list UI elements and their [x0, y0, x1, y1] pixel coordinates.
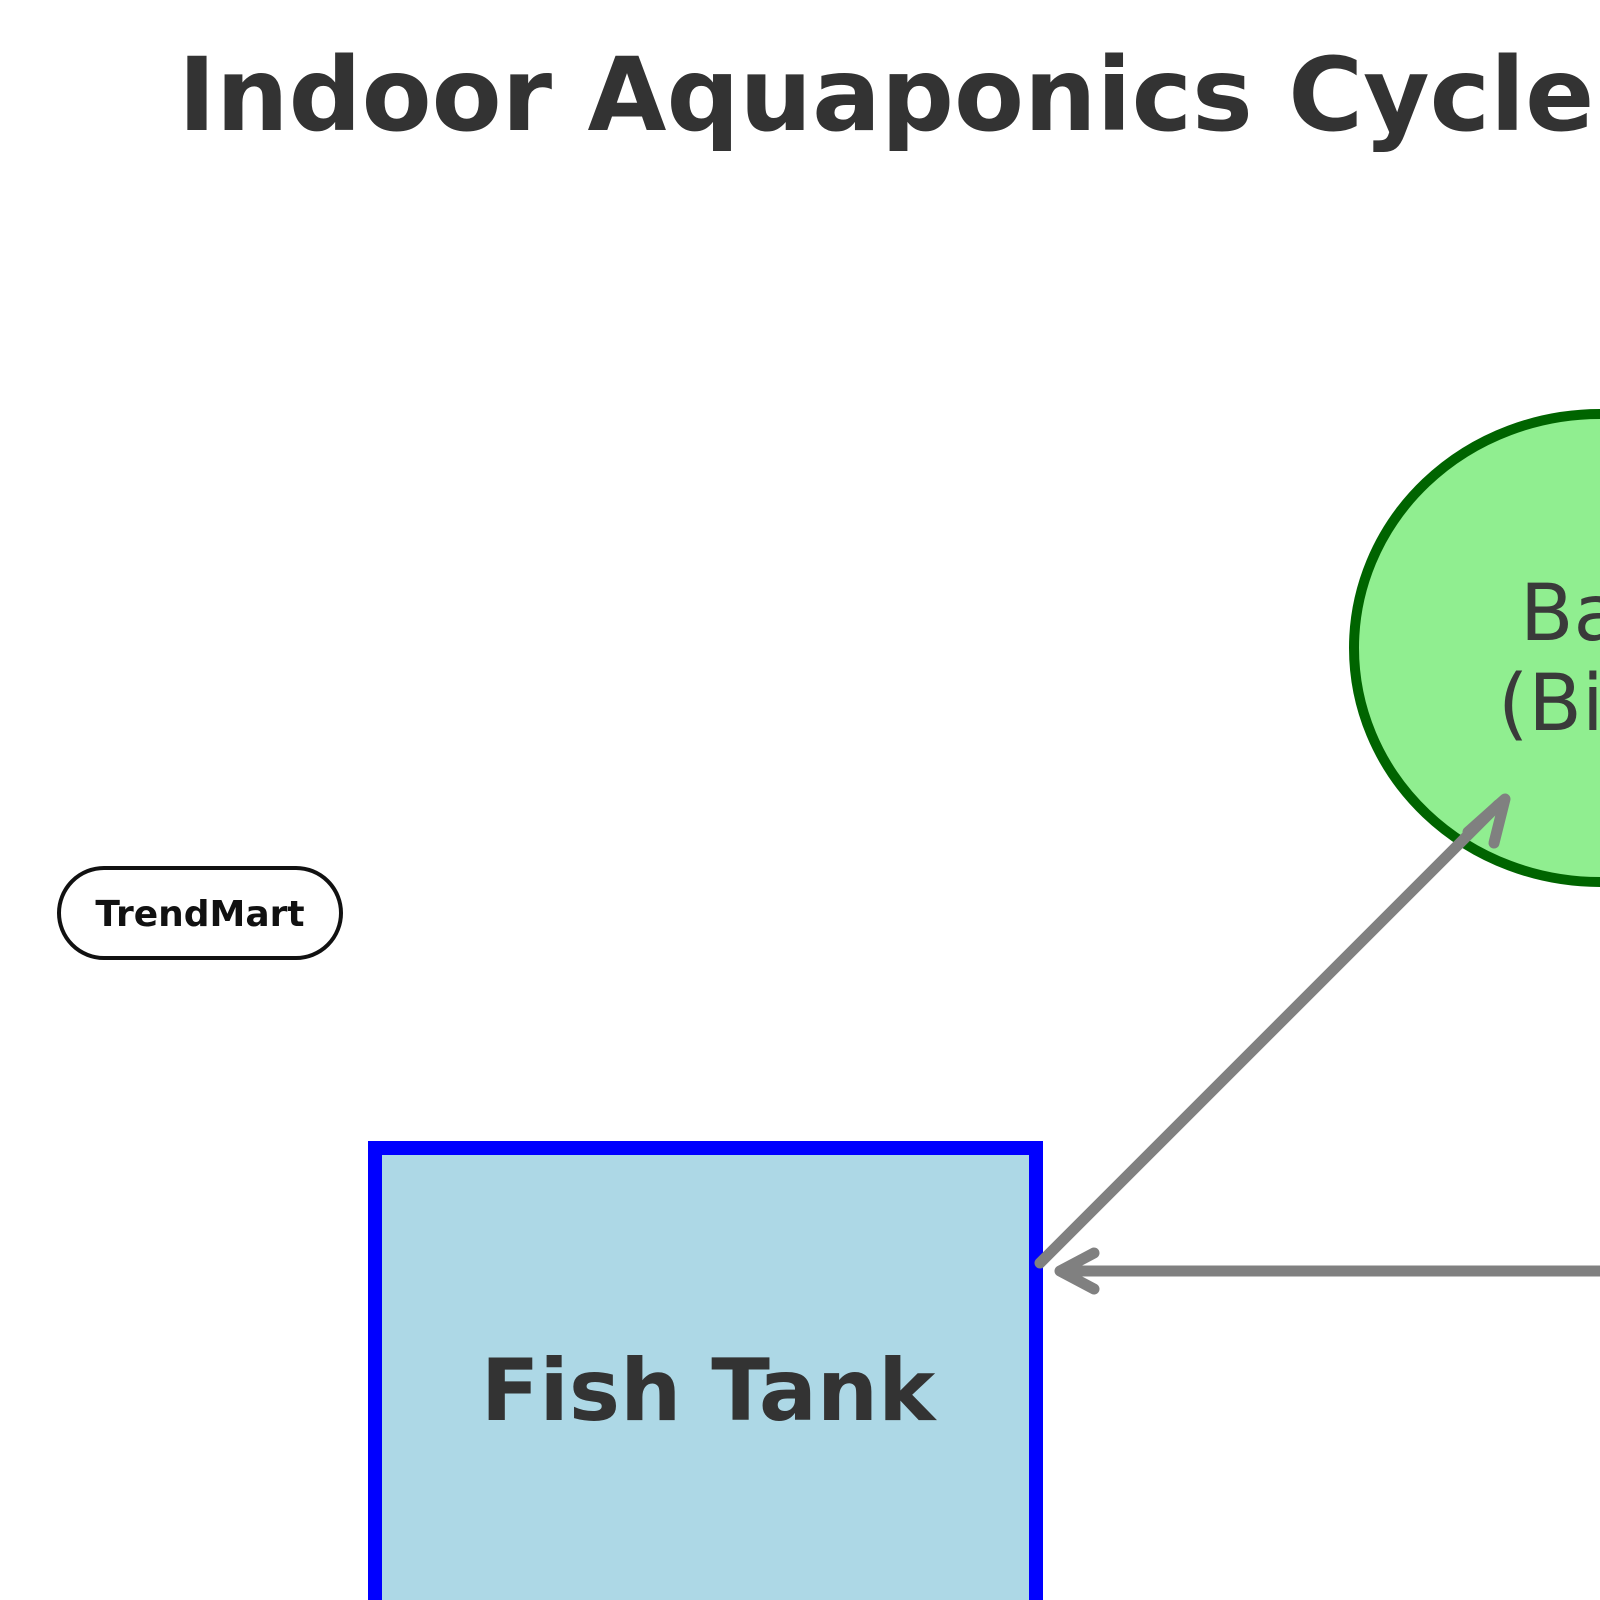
edge-line [1034, 799, 1504, 1269]
trendmart-badge: TrendMart [57, 866, 343, 960]
arrowhead-icon [1054, 1247, 1100, 1295]
badge-label: TrendMart [95, 894, 304, 935]
node-fish-tank[interactable]: Fish Tank [368, 1141, 1043, 1600]
bacteria-label-line1: Ba [1520, 569, 1600, 659]
bacteria-ellipse [1349, 409, 1600, 887]
bacteria-label-line2: (Bi [1498, 659, 1600, 749]
edge-fish-tank-to-bacteria [1034, 793, 1511, 1269]
node-bacteria[interactable]: Ba (Bi [1349, 409, 1600, 887]
fish-tank-rect [368, 1141, 1043, 1600]
arrowhead-icon [1462, 793, 1511, 849]
badge-outline [57, 866, 343, 960]
fish-tank-label: Fish Tank [481, 1341, 937, 1441]
diagram-title: Indoor Aquaponics Cycle [178, 36, 1594, 155]
edge-return-to-fish-tank [1054, 1247, 1600, 1295]
